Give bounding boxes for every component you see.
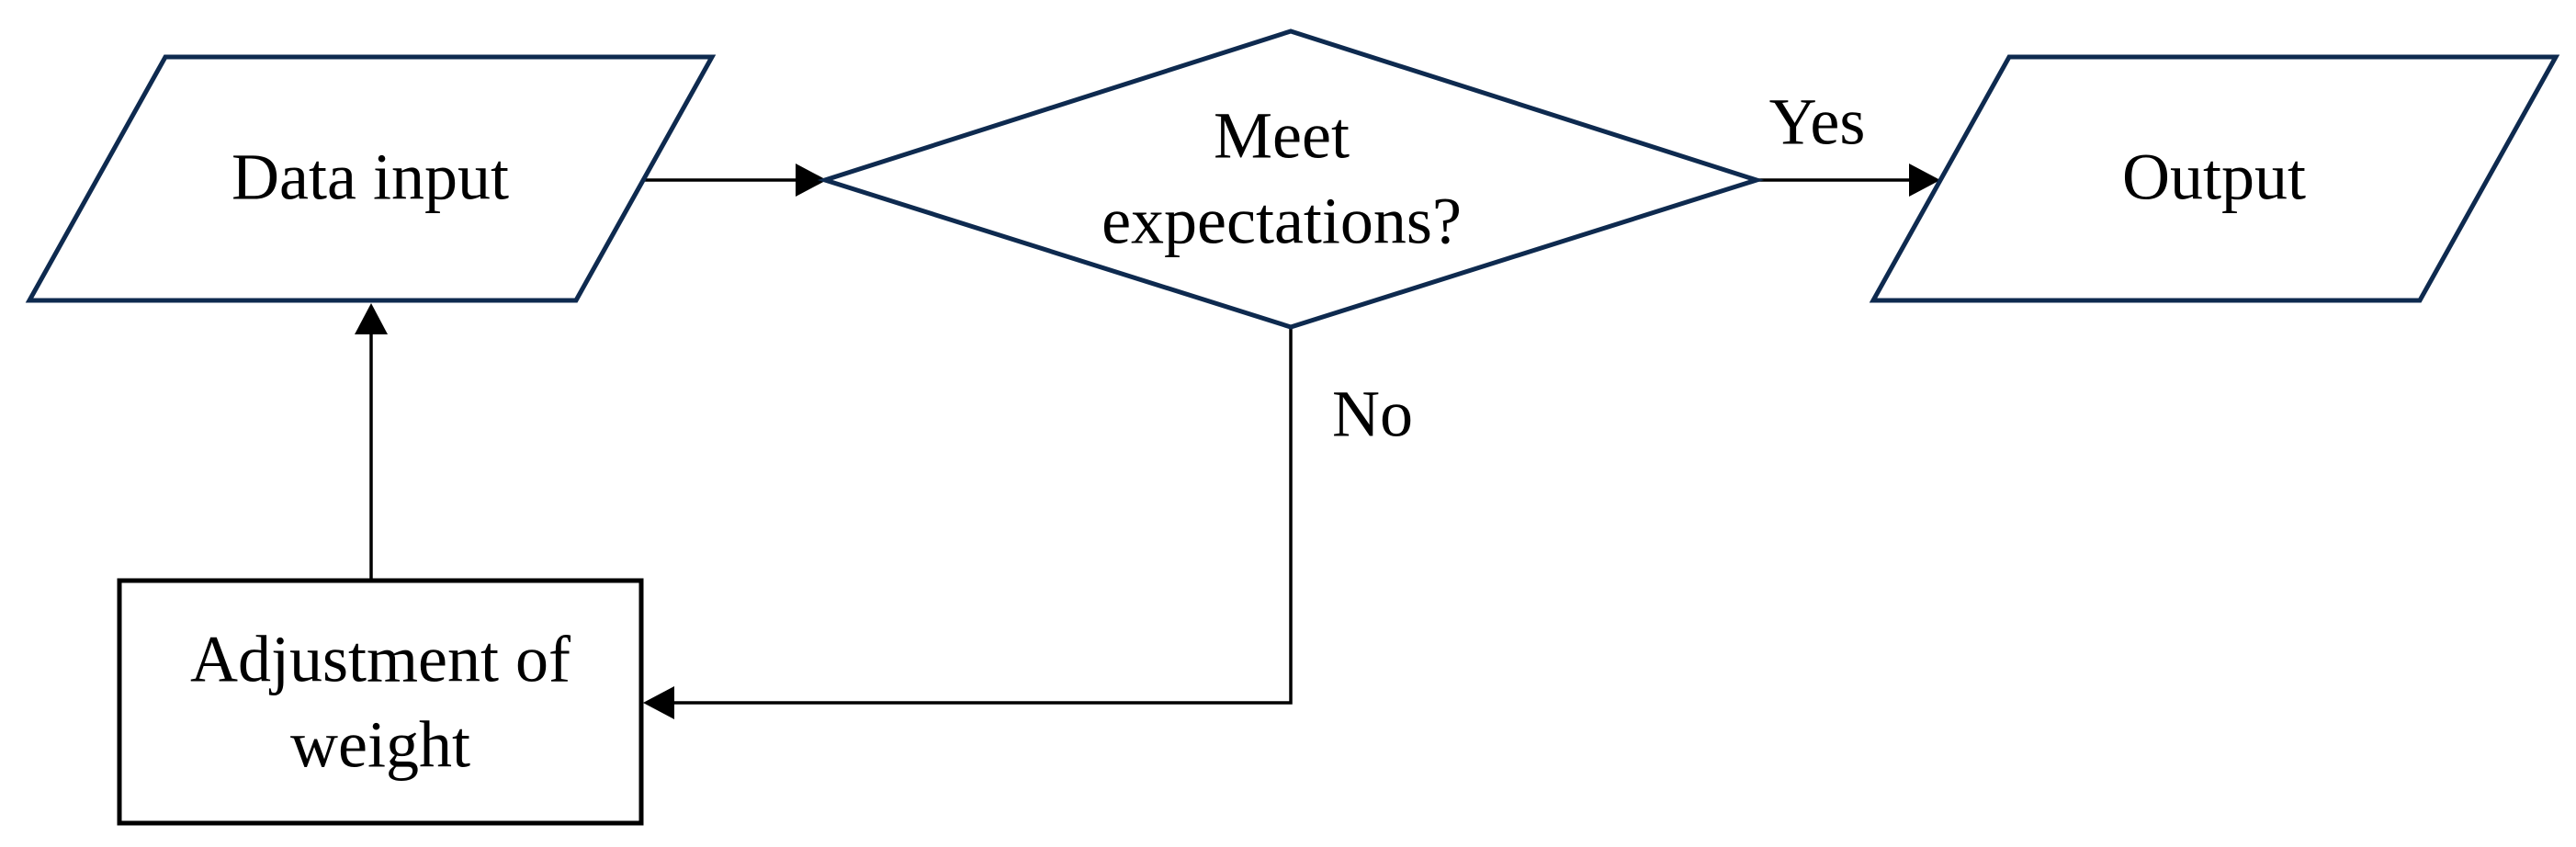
adjustment-label-line1: Adjustment of [190, 623, 571, 696]
decision-label-line1: Meet [1214, 99, 1350, 173]
adjustment-box [117, 578, 644, 826]
arrowhead-decision-to-adjustment [643, 686, 674, 719]
output-label: Output [2122, 141, 2306, 214]
decision-label-line2: expectations? [1102, 185, 1462, 258]
output-shape [1869, 54, 2560, 303]
arrowhead-adjustment-to-input [355, 303, 388, 334]
data-input-shape [25, 54, 717, 303]
arrowhead-decision-to-output [1909, 164, 1940, 197]
data-input-label: Data input [232, 141, 509, 214]
adjustment-label-line2: weight [290, 708, 470, 782]
yes-edge-label: Yes [1769, 85, 1866, 159]
arrowhead-input-to-decision [796, 164, 827, 197]
decision-diamond [817, 28, 1765, 330]
connector-decision-to-adjustment [671, 327, 1293, 705]
no-edge-label: No [1332, 378, 1413, 451]
